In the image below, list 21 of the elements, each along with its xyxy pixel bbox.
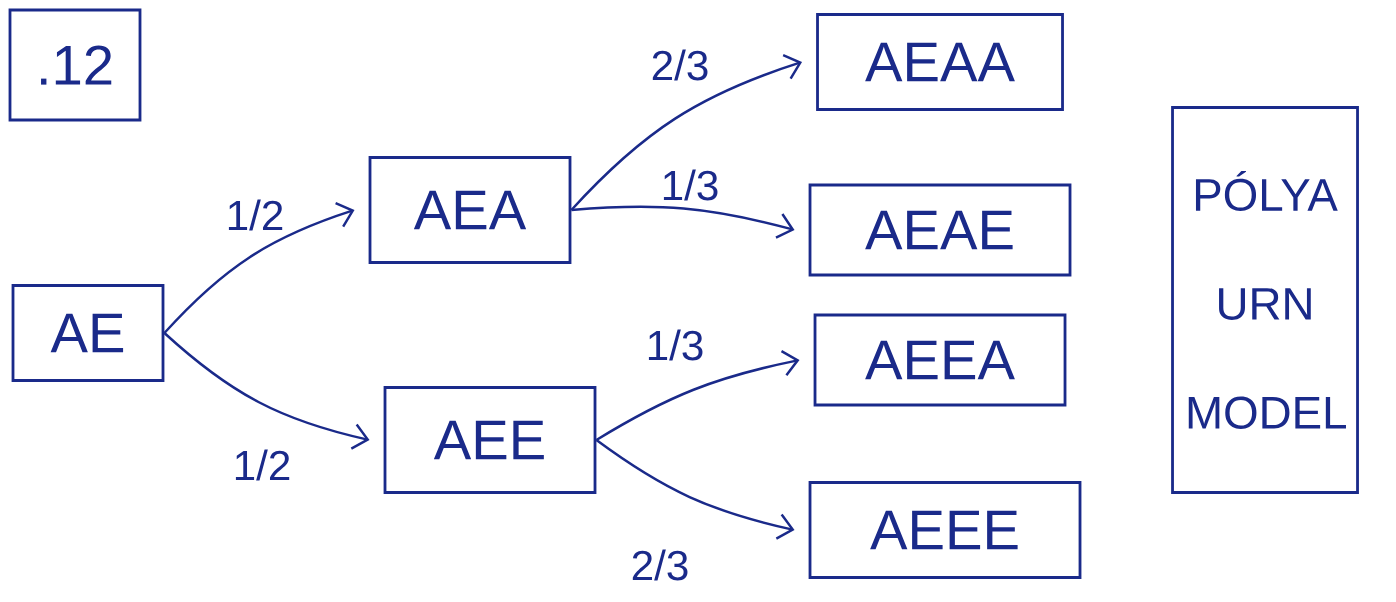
edge-label: 1/2 (230, 447, 294, 483)
state-box: AEE (383, 386, 597, 494)
edge-label: 1/2 (223, 197, 287, 233)
edge-label: 2/3 (648, 47, 712, 83)
arrow (163, 202, 355, 334)
state-box: AEEE (808, 481, 1082, 579)
state-box: AEAE (808, 183, 1072, 277)
state-box: .12 (8, 8, 142, 122)
edge-label: 1/3 (658, 167, 722, 203)
arrow (163, 332, 370, 450)
title-box: PÓLYA URN MODEL (1171, 106, 1359, 494)
edge-label: 1/3 (643, 327, 707, 363)
arrow (595, 350, 800, 442)
state-box: AEAA (816, 13, 1064, 111)
arrow (595, 439, 795, 540)
arrow (570, 54, 803, 211)
state-box: AEEA (813, 313, 1067, 407)
state-box: AE (11, 284, 165, 382)
state-box: AEA (368, 156, 572, 264)
edge-label: 2/3 (628, 547, 692, 583)
arrow (571, 205, 795, 239)
